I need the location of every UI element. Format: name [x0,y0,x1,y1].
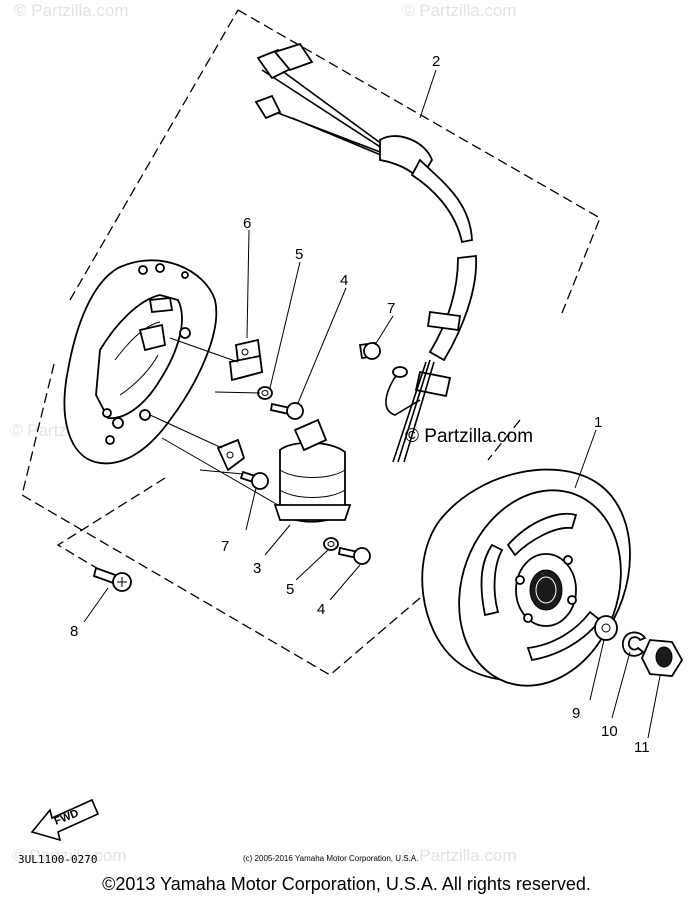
fwd-label: FWD [53,807,81,828]
leader-lines [83,69,661,739]
callout-3: 3 [253,560,261,577]
watermark-top-left: © Partzilla.com [14,1,129,20]
wire-harness [254,42,478,463]
bracket-plate [216,438,246,472]
callout-2: 2 [432,53,440,70]
callout-10: 10 [601,723,618,740]
callout-4-bottom: 4 [317,601,325,618]
washer-bottom [323,537,339,551]
washer-top [257,386,273,400]
small-copyright: (c) 2005-2016 Yamaha Motor Corporation, … [243,854,418,863]
stator-base-plate [63,259,218,465]
lock-washer [622,631,647,657]
callout-9: 9 [572,705,580,722]
copyright-footer: ©2013 Yamaha Motor Corporation, U.S.A. A… [102,874,591,894]
callout-6: 6 [243,215,251,232]
screw-7-bottom [239,470,269,490]
callout-5-top: 5 [295,246,303,263]
source-coil [273,418,352,523]
fwd-arrow: FWD [30,798,100,842]
screw-group-boundary [56,477,166,586]
flywheel-rotor [421,468,631,687]
callout-8: 8 [70,623,78,640]
screw-bottom [337,546,371,565]
callout-11: 11 [634,739,650,756]
diagram-code: 3UL1100-0270 [18,853,97,866]
plain-washer [594,615,618,641]
pickup-coil [229,338,263,382]
watermark-top-right: © Partzilla.com [402,1,517,20]
callout-5-bottom: 5 [286,581,294,598]
callout-4-top: 4 [340,272,348,289]
watermark-bottom-left: © Partzilla.com [12,846,127,865]
screw-7-top [358,341,381,360]
callout-7-top: 7 [387,300,395,317]
watermark-bottom-right: © Partzilla.com [402,846,517,865]
screw-top [269,402,304,420]
watermark-center: © Partzilla.com [405,426,533,447]
callout-1: 1 [594,414,602,431]
nut [641,639,684,677]
callout-7-bottom: 7 [221,538,229,555]
guide-lines [149,337,279,506]
screw-8 [92,566,132,592]
